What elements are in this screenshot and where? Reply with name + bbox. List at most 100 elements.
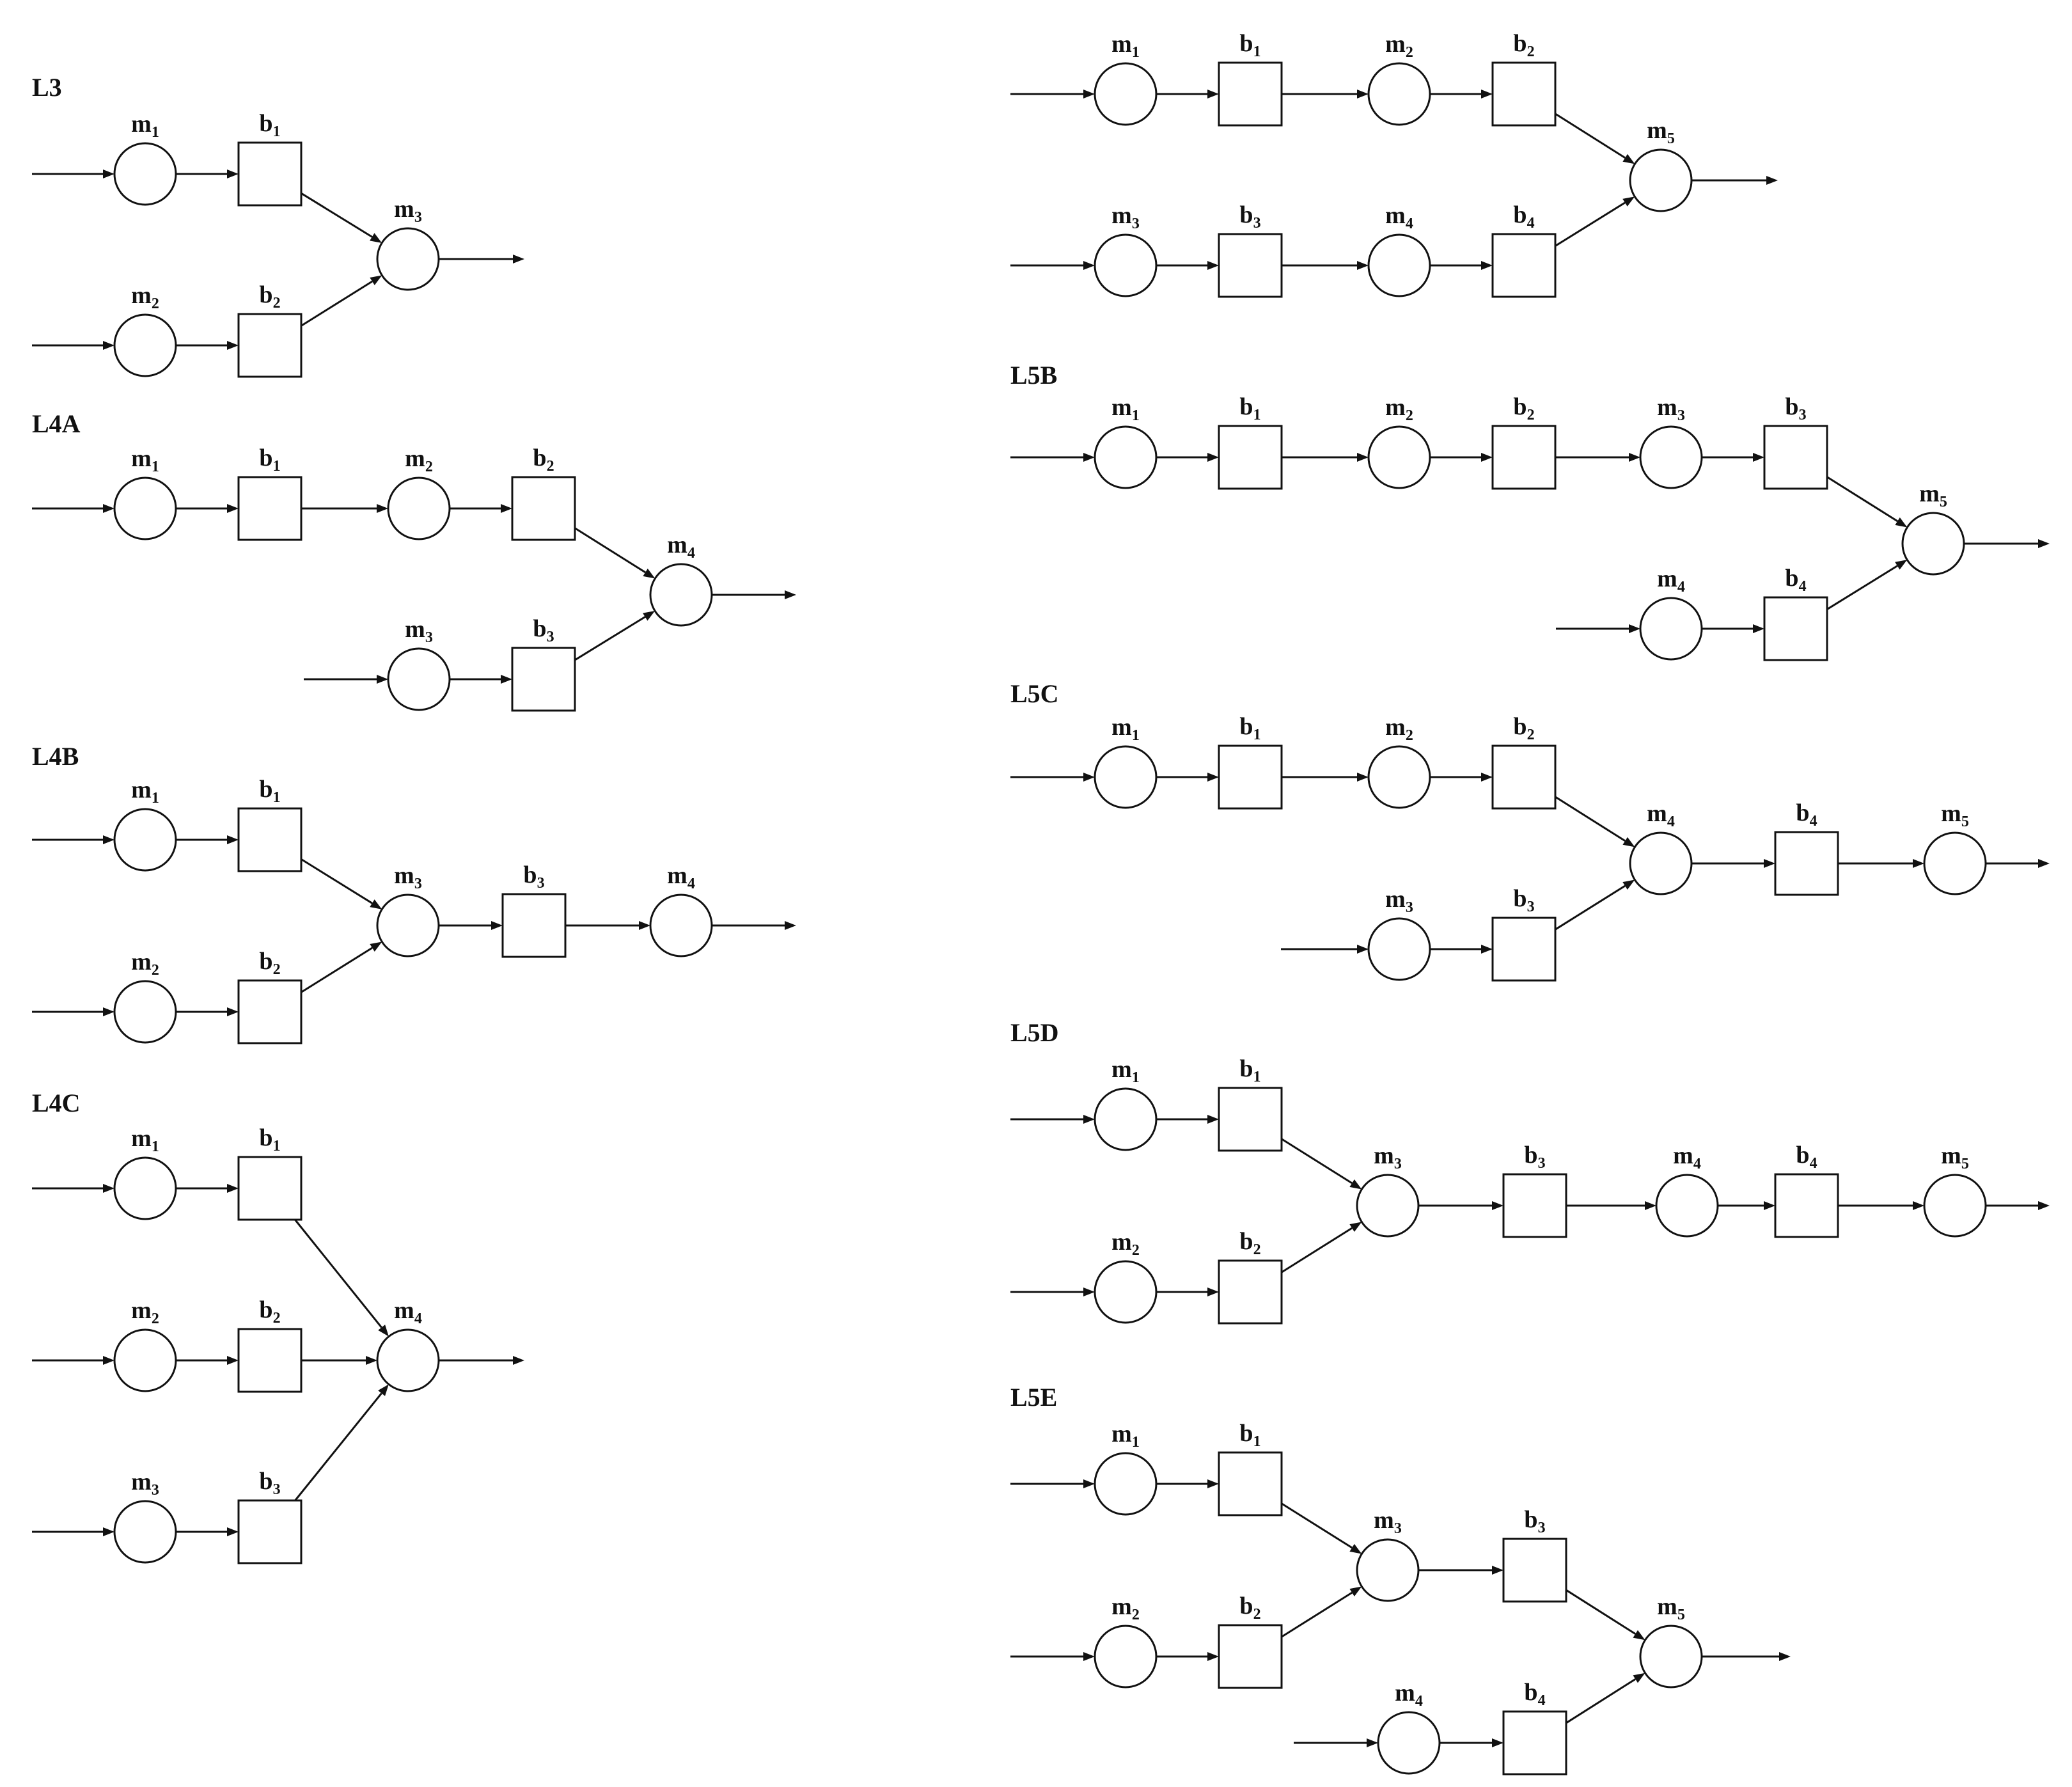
node-letter: m [1385,202,1406,229]
buffer-b1 [237,476,302,541]
node-letter: b [1513,393,1527,420]
node-letter: b [259,1124,272,1151]
node-label-b1: b1 [259,776,280,806]
edge-b2-m3-arrowhead [1629,453,1640,462]
edge-b4-m5-line [1555,201,1626,247]
node-label-m5: m5 [1919,480,1947,510]
node-subscript: 2 [273,961,281,978]
edge-b3-m5-line [1566,1589,1636,1635]
node-label-b2: b2 [533,445,554,475]
node-subscript: 4 [1527,215,1535,232]
node-label-b2: b2 [1513,30,1534,60]
edge-b1-m3-line [1281,1138,1353,1185]
node-letter: m [405,445,425,472]
line-title-l4a: L4A [32,409,81,438]
node-subscript: 1 [1253,1433,1261,1450]
node-letter: m [131,445,152,472]
machine-m1 [1094,1087,1158,1151]
buffer-b1 [237,807,302,872]
node-label-b3: b3 [1524,1142,1545,1172]
edge-b1-m4-arrowhead [378,1325,389,1337]
node-letter: m [394,196,414,223]
node-letter: m [667,862,687,889]
edge-b2-m4-arrowhead [1622,837,1635,847]
edge-m2-b2-arrowhead [1207,1287,1219,1296]
edge-m3-b3-arrowhead [491,921,503,930]
node-subscript: 5 [1667,130,1675,147]
node-label-b2: b2 [1513,393,1534,423]
edge-m1-b1-arrowhead [227,504,239,513]
edge-m4-b4-arrowhead [1764,859,1775,868]
buffer-b2 [511,476,576,541]
node-label-m4: m4 [1657,565,1685,595]
node-subscript: 1 [1132,407,1140,424]
edge-m4-b4-arrowhead [1753,624,1764,633]
buffer-b3 [1502,1173,1567,1238]
edge-b3-m4-arrowhead [1357,261,1369,270]
edge-b2-m4-arrowhead [643,568,655,579]
machine-m2 [113,980,177,1044]
edge-m2-b2-arrowhead [227,1007,239,1016]
buffer-b3 [1491,917,1557,982]
edge-m4-b4-arrowhead [1492,1738,1503,1747]
node-label-m1: m1 [1111,1421,1140,1451]
node-letter: b [1796,799,1809,826]
edge-b2-m3-line [301,947,373,993]
edge-b3-m4-line [1555,885,1626,931]
edge-in-m4-arrowhead [1367,1738,1378,1747]
node-subscript: 4 [1810,813,1817,830]
machine-m5 [1923,831,1987,895]
node-subscript: 3 [1253,215,1261,232]
node-subscript: 1 [273,789,281,806]
buffer-b1 [1218,1087,1283,1152]
node-subscript: 1 [273,1138,281,1154]
edge-in-m1-arrowhead [103,169,114,178]
machine-m4 [649,563,713,627]
buffer-b1 [1218,1451,1283,1516]
node-label-b1: b1 [259,1124,280,1154]
node-label-m2: m2 [1111,1593,1140,1623]
machine-m3 [1639,425,1703,489]
edge-m2-b2-arrowhead [227,341,239,350]
node-letter: b [1785,565,1798,592]
buffer-b1 [237,141,302,207]
node-subscript: 4 [687,545,695,562]
node-subscript: 1 [152,124,159,141]
node-letter: m [1385,886,1406,913]
edge-m2-b2-arrowhead [1481,90,1493,98]
node-label-m2: m2 [405,445,433,475]
buffer-b1 [1218,61,1283,127]
edge-m3-b3-arrowhead [1481,945,1493,954]
node-label-b3: b3 [1785,393,1806,423]
node-subscript: 2 [1132,1607,1140,1623]
node-subscript: 3 [152,1482,159,1499]
edge-m1-b1-arrowhead [1207,1115,1219,1124]
node-subscript: 3 [1799,407,1807,423]
node-label-m4: m4 [1385,202,1413,232]
edge-m1-b1-arrowhead [1207,90,1219,98]
node-letter: b [1239,1420,1253,1447]
node-label-b1: b1 [1239,1055,1260,1085]
node-label-m2: m2 [131,949,159,979]
machine-m2 [113,1328,177,1392]
edge-m5-out-arrowhead [2038,1201,2050,1210]
node-subscript: 1 [1253,407,1261,423]
node-subscript: 4 [1415,1693,1423,1710]
node-label-b3: b3 [523,862,544,892]
node-subscript: 2 [1406,407,1413,424]
node-label-m1: m1 [131,776,159,807]
edge-b3-m4-arrowhead [639,921,650,930]
node-label-m3: m3 [1657,394,1685,424]
machine-m1 [113,1156,177,1220]
node-letter: b [1239,30,1253,57]
node-subscript: 2 [1253,1241,1261,1258]
edge-in-m3-arrowhead [377,675,388,684]
node-subscript: 4 [1677,579,1685,595]
line-title-l5d: L5D [1010,1018,1059,1047]
node-label-m2: m2 [1385,714,1413,744]
buffer-b1 [1218,425,1283,490]
node-letter: b [1239,1228,1253,1255]
edge-b1-m2-arrowhead [1357,453,1369,462]
edge-b1-m3-line [301,192,373,238]
